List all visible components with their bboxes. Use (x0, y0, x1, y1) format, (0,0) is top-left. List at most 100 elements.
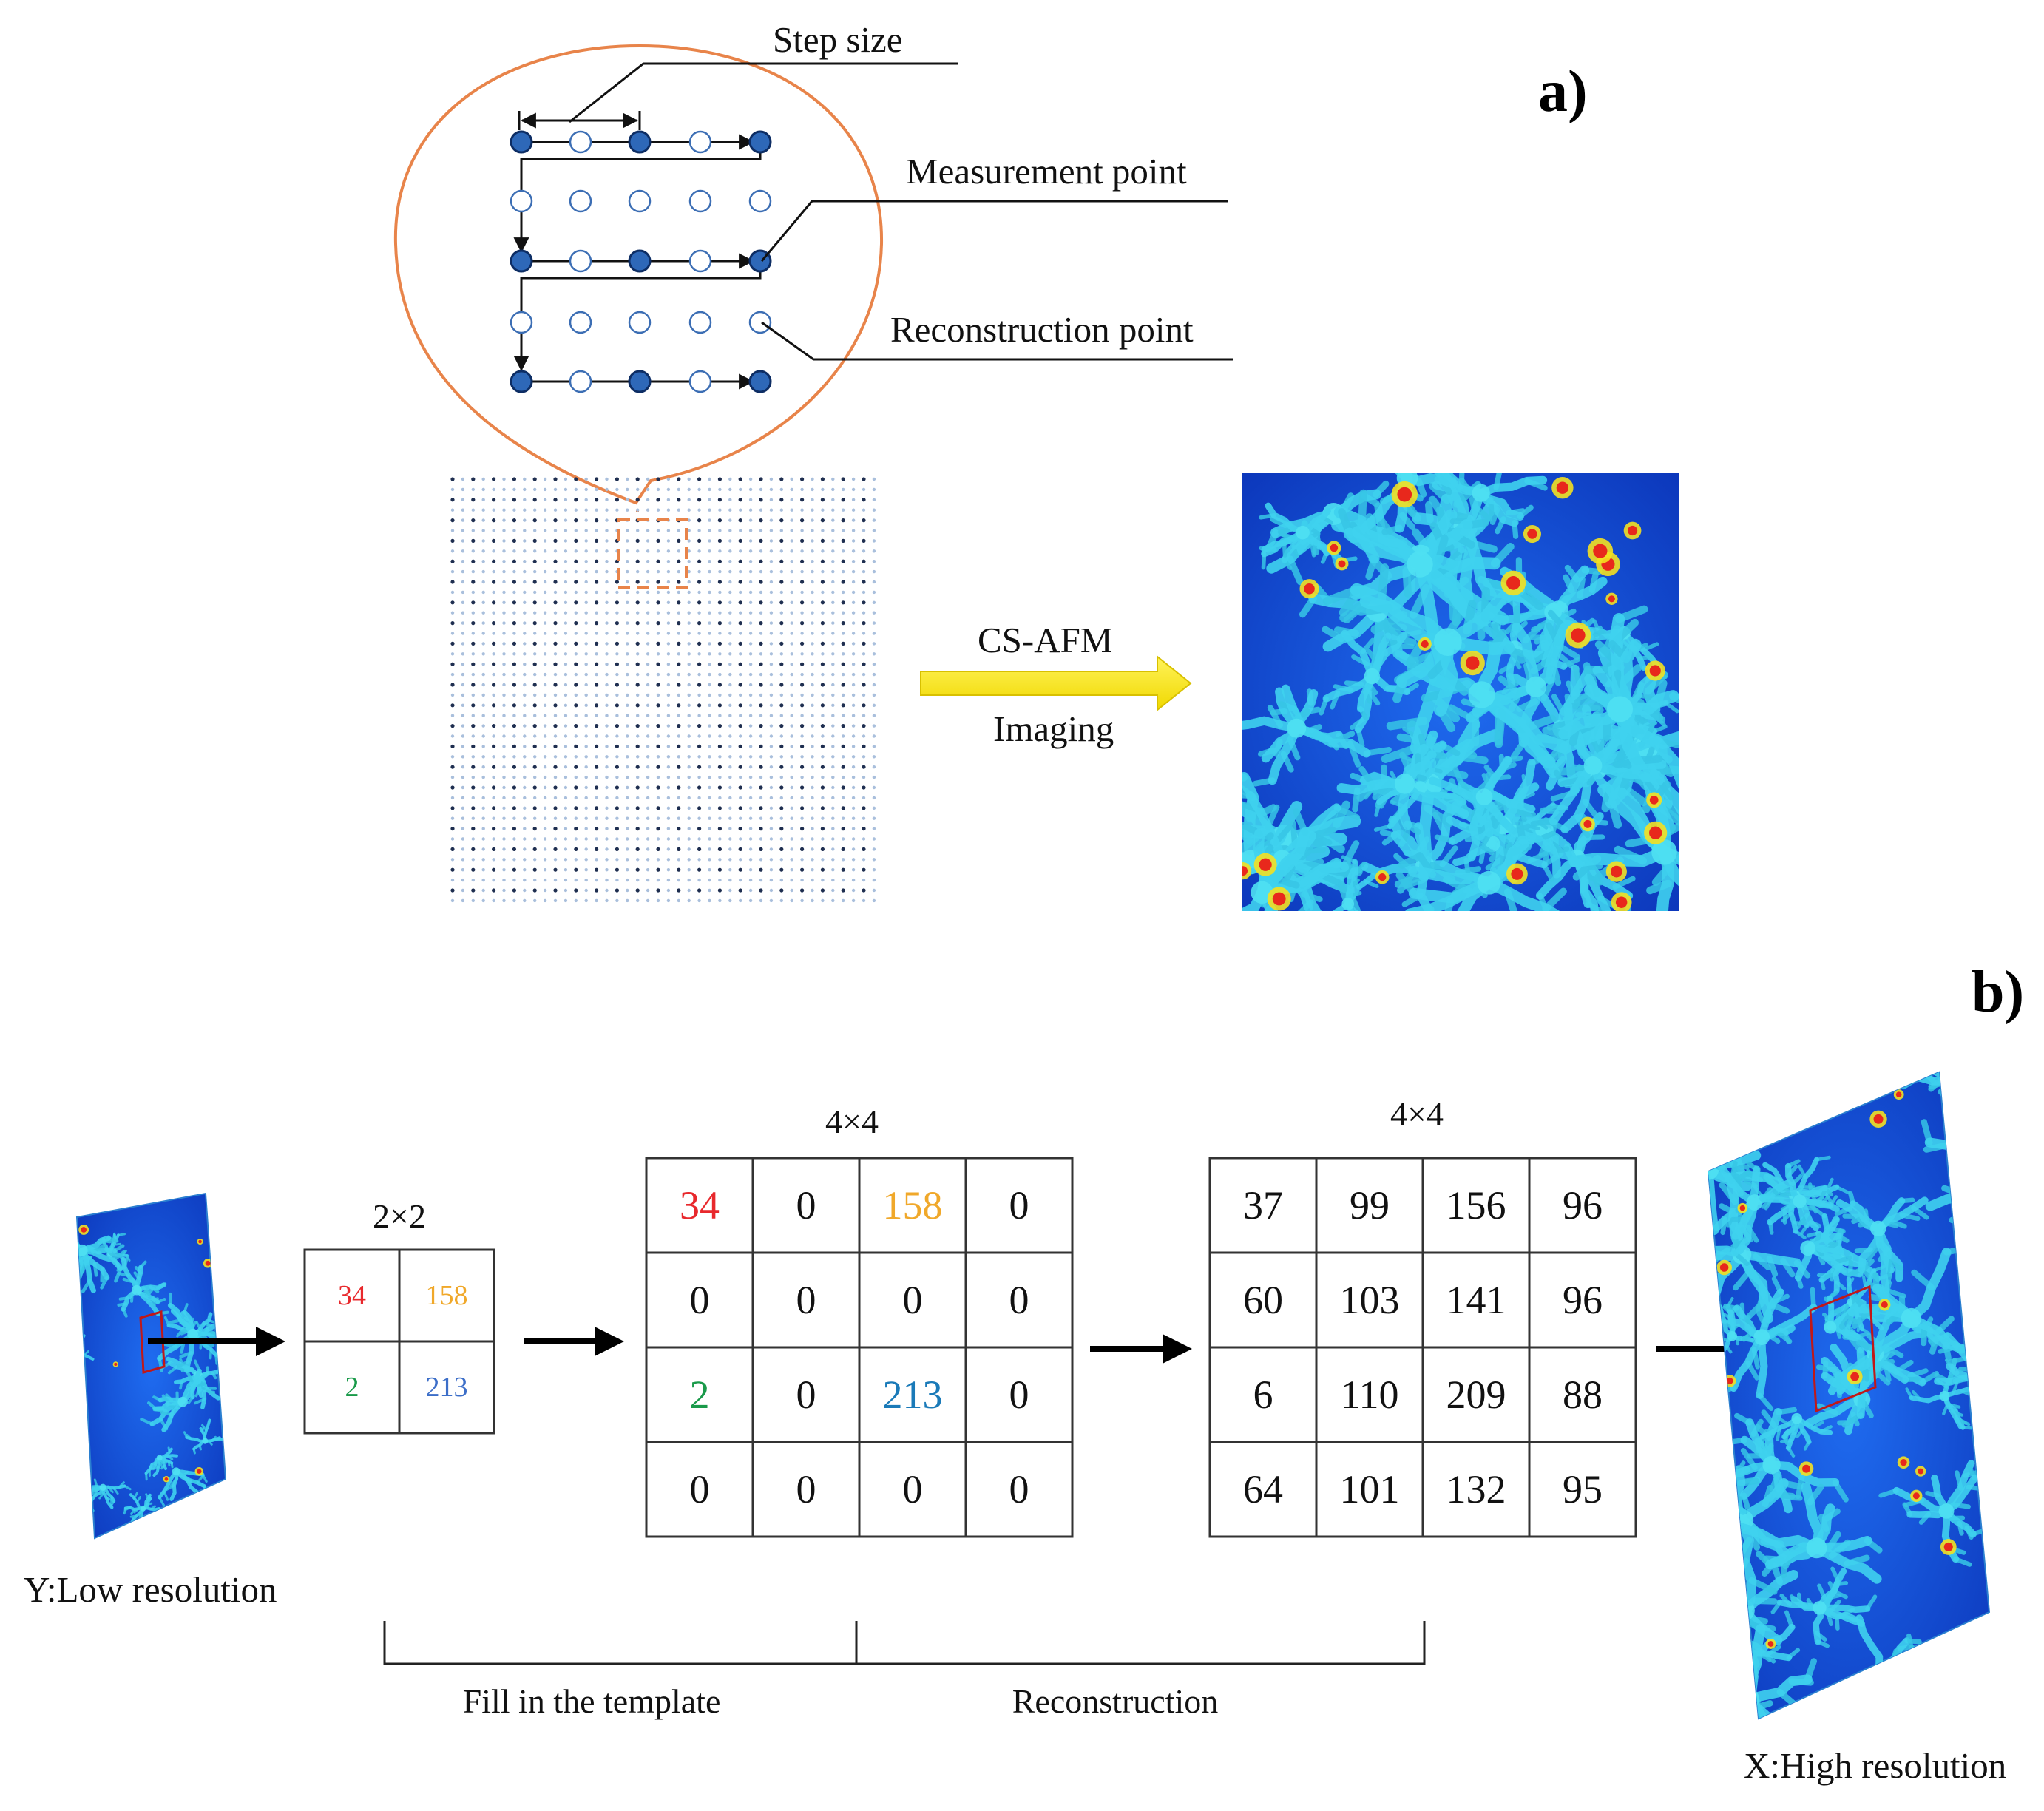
grid-reconstruction-dot (626, 488, 629, 491)
grid-reconstruction-dot (780, 837, 783, 840)
grid-measurement-dot (471, 888, 475, 892)
grid-measurement-dot (471, 703, 475, 707)
grid-measurement-dot (615, 785, 619, 789)
grid-reconstruction-dot (585, 621, 588, 624)
grid-reconstruction-dot (636, 509, 639, 512)
grid-measurement-dot (718, 600, 722, 604)
grid-reconstruction-dot (472, 529, 475, 532)
grid-reconstruction-dot (688, 827, 691, 830)
grid-reconstruction-dot (657, 529, 660, 532)
grid-reconstruction-dot (564, 755, 567, 758)
grid-reconstruction-dot (677, 549, 680, 552)
grid-reconstruction-dot (646, 498, 649, 501)
grid-reconstruction-dot (646, 488, 649, 491)
grid-reconstruction-dot (728, 478, 731, 481)
grid-measurement-dot (595, 847, 598, 851)
grid-measurement-dot (800, 785, 804, 789)
grid-reconstruction-dot (667, 899, 670, 902)
grid-reconstruction-dot (688, 714, 691, 717)
grid-reconstruction-dot (677, 673, 680, 676)
grid-measurement-dot (636, 888, 640, 892)
grid-reconstruction-dot (728, 683, 731, 686)
grid-measurement-dot (821, 621, 825, 625)
grid-reconstruction-dot (873, 817, 876, 820)
grid-measurement-dot (739, 539, 742, 543)
grid-reconstruction-dot (739, 858, 742, 861)
grid-reconstruction-dot (677, 591, 680, 594)
grid-measurement-dot (842, 745, 845, 748)
grid-reconstruction-dot (605, 776, 608, 779)
grid-reconstruction-dot (502, 734, 505, 737)
grid-measurement-dot (492, 703, 495, 707)
grid-reconstruction-dot (605, 560, 608, 563)
grid-measurement-dot (862, 560, 865, 563)
grid-reconstruction-dot (811, 612, 813, 615)
grid-measurement-dot (450, 806, 454, 810)
grid-reconstruction-dot (791, 899, 793, 902)
grid-reconstruction-dot (544, 549, 546, 552)
grid-reconstruction-dot (688, 539, 691, 542)
grid-measurement-dot (779, 827, 783, 830)
grid-reconstruction-dot (605, 868, 608, 871)
grid-reconstruction-dot (842, 673, 845, 676)
grid-reconstruction-dot (749, 570, 752, 573)
grid-reconstruction-dot (544, 478, 546, 481)
grid-reconstruction-dot (605, 509, 608, 512)
grid-reconstruction-dot (636, 899, 639, 902)
grid-measurement-dot (471, 539, 475, 543)
grid-reconstruction-dot (636, 796, 639, 799)
grid-reconstruction-dot (697, 858, 700, 861)
grid-reconstruction-dot (461, 745, 464, 748)
grid-measurement-dot (636, 868, 640, 872)
grid-reconstruction-dot (482, 734, 485, 737)
grid-reconstruction-dot (626, 570, 629, 573)
grid-measurement-dot (450, 477, 454, 481)
grid-reconstruction-dot (831, 694, 834, 697)
grid-reconstruction-dot (544, 694, 546, 697)
grid-reconstruction-dot (451, 796, 454, 799)
grid-measurement-dot (677, 827, 680, 830)
grid-reconstruction-dot (615, 714, 618, 717)
grid-measurement-dot (553, 806, 557, 810)
grid-reconstruction-dot (677, 509, 680, 512)
grid-reconstruction-dot (667, 889, 670, 892)
matrix-cell-value: 0 (690, 1278, 710, 1322)
grid-reconstruction-dot (482, 570, 485, 573)
grid-reconstruction-dot (564, 817, 567, 820)
grid-reconstruction-dot (791, 745, 793, 748)
grid-reconstruction-dot (646, 786, 649, 789)
grid-reconstruction-dot (728, 601, 731, 604)
grid-reconstruction-dot (842, 591, 845, 594)
grid-reconstruction-dot (564, 591, 567, 594)
grid-reconstruction-dot (728, 673, 731, 676)
grid-reconstruction-dot (595, 755, 598, 758)
grid-reconstruction-dot (564, 694, 567, 697)
grid-measurement-dot (636, 642, 640, 646)
matrix-cell-value: 213 (883, 1372, 943, 1417)
grid-reconstruction-dot (852, 796, 855, 799)
grid-reconstruction-dot (770, 745, 773, 748)
grid-reconstruction-dot (697, 755, 700, 758)
grid-measurement-dot (677, 498, 680, 501)
grid-reconstruction-dot (791, 529, 793, 532)
grid-reconstruction-dot (821, 734, 824, 737)
grid-reconstruction-dot (585, 478, 588, 481)
grid-measurement-dot (512, 539, 516, 543)
grid-measurement-dot (574, 745, 578, 748)
grid-measurement-dot (533, 663, 537, 666)
grid-reconstruction-dot (523, 858, 526, 861)
grid-measurement-dot (492, 642, 495, 646)
grid-measurement-dot (492, 847, 495, 851)
grid-reconstruction-dot (472, 591, 475, 594)
grid-reconstruction-dot (831, 612, 834, 615)
grid-reconstruction-dot (564, 837, 567, 840)
grid-reconstruction-dot (461, 734, 464, 737)
grid-measurement-dot (512, 642, 516, 646)
grid-reconstruction-dot (502, 621, 505, 624)
grid-reconstruction-dot (605, 796, 608, 799)
grid-reconstruction-dot (615, 879, 618, 881)
grid-measurement-dot (512, 827, 516, 830)
grid-reconstruction-dot (791, 683, 793, 686)
grid-reconstruction-dot (512, 858, 515, 861)
grid-reconstruction-dot (770, 529, 773, 532)
